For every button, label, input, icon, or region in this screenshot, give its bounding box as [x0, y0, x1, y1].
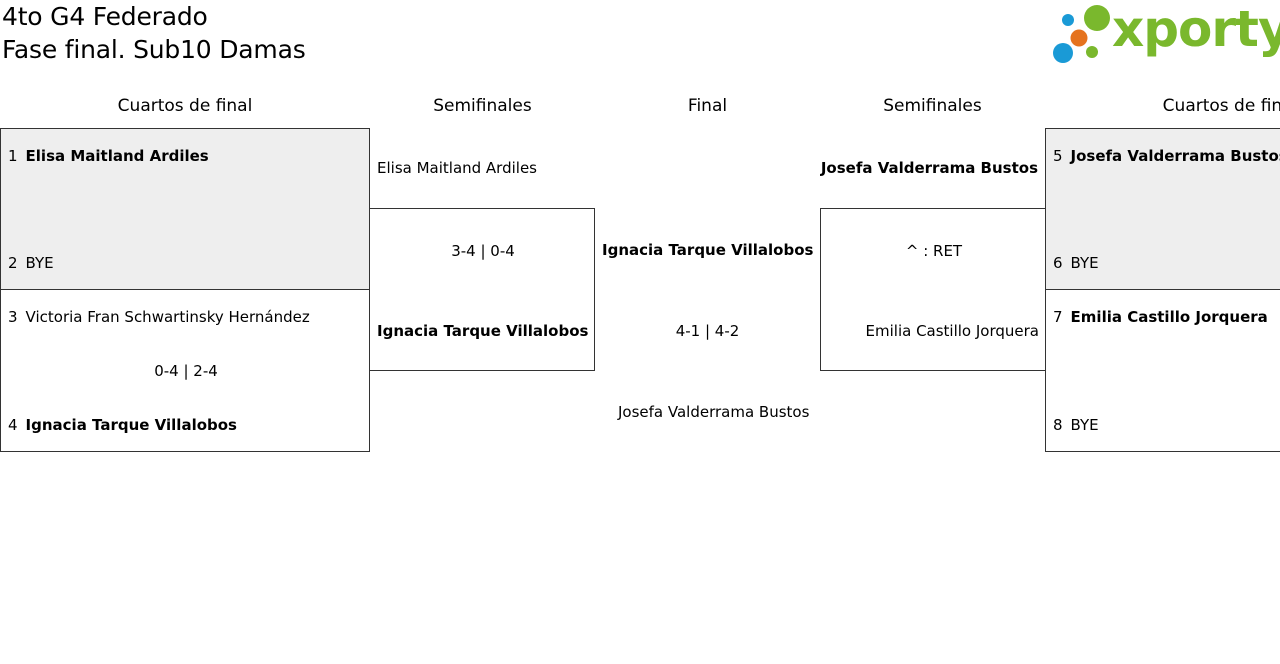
player-name: BYE: [25, 254, 54, 272]
player-row[interactable]: 6 BYE: [1053, 254, 1099, 272]
right-semi-player-1-winner[interactable]: Josefa Valderrama Bustos: [820, 159, 1038, 177]
final-player-2[interactable]: Josefa Valderrama Bustos: [618, 403, 810, 421]
seed-number: 8: [1053, 416, 1063, 434]
column-header-right-quarters: Cuartos de final: [1162, 96, 1280, 116]
seed-number: 3: [8, 308, 18, 326]
player-name-winner: Josefa Valderrama Bustos: [1070, 147, 1280, 165]
xporty-logo[interactable]: xporty: [1050, 0, 1280, 68]
tournament-title: 4to G4 Federado: [2, 2, 208, 31]
right-semi-match[interactable]: ^ : RET Emilia Castillo Jorquera: [820, 208, 1046, 371]
seed-number: 5: [1053, 147, 1063, 165]
left-semi-player-2-winner[interactable]: Ignacia Tarque Villalobos: [377, 322, 589, 340]
player-name: BYE: [1070, 416, 1099, 434]
player-name-winner: Ignacia Tarque Villalobos: [25, 416, 237, 434]
right-semi-player-2[interactable]: Emilia Castillo Jorquera: [865, 322, 1039, 340]
player-row[interactable]: 8 BYE: [1053, 416, 1099, 434]
player-row[interactable]: 7 Emilia Castillo Jorquera: [1053, 308, 1268, 326]
player-row[interactable]: 4 Ignacia Tarque Villalobos: [8, 416, 237, 434]
column-header-left-semis: Semifinales: [433, 96, 532, 116]
seed-number: 2: [8, 254, 18, 272]
column-header-final: Final: [687, 96, 728, 116]
player-name: BYE: [1070, 254, 1099, 272]
left-quarter-match-2[interactable]: 3 Victoria Fran Schwartinsky Hernández 0-…: [0, 289, 370, 452]
final-score: 4-1 | 4-2: [675, 322, 740, 340]
seed-number: 1: [8, 147, 18, 165]
player-row[interactable]: 2 BYE: [8, 254, 54, 272]
player-row[interactable]: 1 Elisa Maitland Ardiles: [8, 147, 209, 165]
xporty-logo-dots-icon: [1053, 5, 1110, 63]
left-semi-player-1[interactable]: Elisa Maitland Ardiles: [377, 159, 537, 177]
match-score: 3-4 | 0-4: [451, 242, 515, 260]
right-quarter-match-1[interactable]: 5 Josefa Valderrama Bustos 6 BYE: [1045, 128, 1280, 290]
player-name-winner: Elisa Maitland Ardiles: [25, 147, 209, 165]
xporty-logo-text: xporty: [1112, 0, 1280, 58]
player-name: Victoria Fran Schwartinsky Hernández: [25, 308, 310, 326]
seed-number: 7: [1053, 308, 1063, 326]
match-score: ^ : RET: [905, 242, 963, 260]
tournament-subtitle: Fase final. Sub10 Damas: [2, 35, 306, 64]
match-score: 0-4 | 2-4: [154, 362, 218, 380]
right-quarter-match-2[interactable]: 7 Emilia Castillo Jorquera 8 BYE: [1045, 289, 1280, 452]
final-player-1-winner[interactable]: Ignacia Tarque Villalobos: [602, 241, 814, 259]
seed-number: 6: [1053, 254, 1063, 272]
column-header-right-semis: Semifinales: [883, 96, 982, 116]
column-header-left-quarters: Cuartos de final: [117, 96, 253, 116]
player-row[interactable]: 5 Josefa Valderrama Bustos: [1053, 147, 1280, 165]
seed-number: 4: [8, 416, 18, 434]
left-quarter-match-1[interactable]: 1 Elisa Maitland Ardiles 2 BYE: [0, 128, 370, 290]
player-row[interactable]: 3 Victoria Fran Schwartinsky Hernández: [8, 308, 310, 326]
player-name-winner: Emilia Castillo Jorquera: [1070, 308, 1268, 326]
left-semi-match[interactable]: 3-4 | 0-4 Ignacia Tarque Villalobos: [369, 208, 595, 371]
